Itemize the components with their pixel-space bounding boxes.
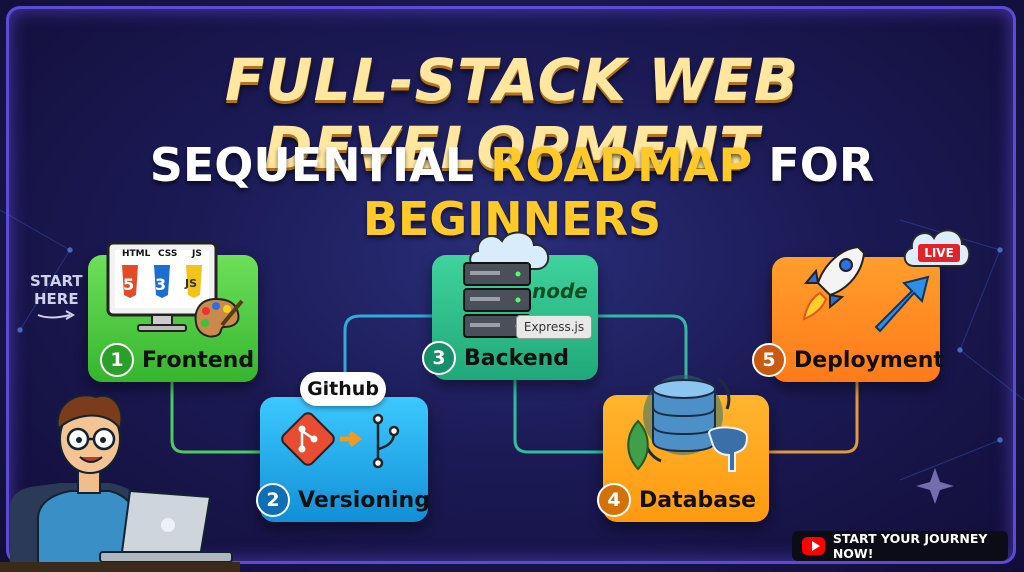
- person-illustration: [0, 394, 240, 572]
- step-label-database: 4 Database: [597, 483, 756, 517]
- laptop-icon: [99, 489, 233, 563]
- start-here-line2: HERE: [33, 290, 79, 308]
- step-number-1: 1: [100, 343, 134, 377]
- github-badge: Github: [300, 372, 386, 406]
- js-badge: JS: [185, 277, 198, 290]
- monitor-icon: [106, 241, 218, 332]
- cta-banner[interactable]: START YOUR JOURNEY NOW!: [792, 531, 1008, 561]
- step-number-5: 5: [752, 343, 786, 377]
- step-card-deployment: 5 Deployment: [752, 245, 944, 382]
- subtitle: SEQUENTIAL ROADMAP FOR BEGINNERS: [0, 138, 1024, 246]
- branch-icon: [372, 413, 400, 469]
- live-tag: LIVE: [924, 246, 954, 260]
- html-tag: HTML: [122, 249, 151, 259]
- subtitle-part-1: SEQUENTIAL: [149, 138, 491, 192]
- arrow-up-icon: [874, 275, 930, 333]
- step-title-deployment: Deployment: [794, 347, 944, 373]
- express-tag: Express.js: [523, 320, 585, 334]
- step-card-backend: node Express.js 3 Backend: [422, 231, 598, 380]
- step-number-2: 2: [256, 483, 290, 517]
- step-label-deployment: 5 Deployment: [752, 343, 944, 377]
- git-flow-icon: [281, 412, 400, 469]
- elephant-icon: [707, 426, 749, 472]
- step-title-versioning: Versioning: [298, 487, 430, 513]
- step-card-frontend: HTML CSS JS 5 3 JS 1 Frontend: [88, 241, 258, 382]
- js-tag: JS: [192, 249, 202, 259]
- step-title-database: Database: [639, 487, 757, 513]
- main-title: FULL-STACK WEB DEVELOPMENT: [224, 46, 800, 182]
- subtitle-part-2: FOR: [752, 138, 875, 192]
- git-icon: [281, 412, 335, 466]
- live-badge: LIVE: [918, 244, 960, 262]
- nodejs-tag: node: [532, 279, 588, 303]
- cta-label: START YOUR JOURNEY NOW!: [832, 531, 988, 561]
- step-title-frontend: Frontend: [142, 347, 255, 373]
- subtitle-highlight-roadmap: ROADMAP: [490, 138, 753, 192]
- start-here-label: START HERE: [30, 272, 83, 326]
- database-icon: [643, 375, 731, 463]
- html5-badge: 5: [123, 275, 135, 294]
- youtube-icon: [802, 537, 825, 555]
- express-badge: Express.js: [516, 315, 592, 339]
- step-label-backend: 3 Backend: [422, 341, 569, 375]
- step-card-versioning: 2 Versioning: [256, 397, 430, 522]
- rocket-icon: [802, 245, 866, 321]
- cloud-icon: [469, 231, 549, 270]
- css-tag: CSS: [158, 249, 178, 259]
- start-arrow-icon: [37, 310, 76, 320]
- server-icon: [463, 262, 531, 338]
- step-label-frontend: 1 Frontend: [100, 343, 254, 377]
- css3-badge: 3: [155, 275, 167, 294]
- start-here-line1: START: [30, 272, 83, 290]
- leaf-icon: [627, 419, 649, 471]
- step-number-3: 3: [422, 341, 456, 375]
- step-label-versioning: 2 Versioning: [256, 483, 430, 517]
- step-number-4: 4: [597, 483, 631, 517]
- step-card-database: 4 Database: [597, 375, 769, 522]
- palette-icon: [194, 297, 244, 338]
- step-title-backend: Backend: [464, 345, 570, 371]
